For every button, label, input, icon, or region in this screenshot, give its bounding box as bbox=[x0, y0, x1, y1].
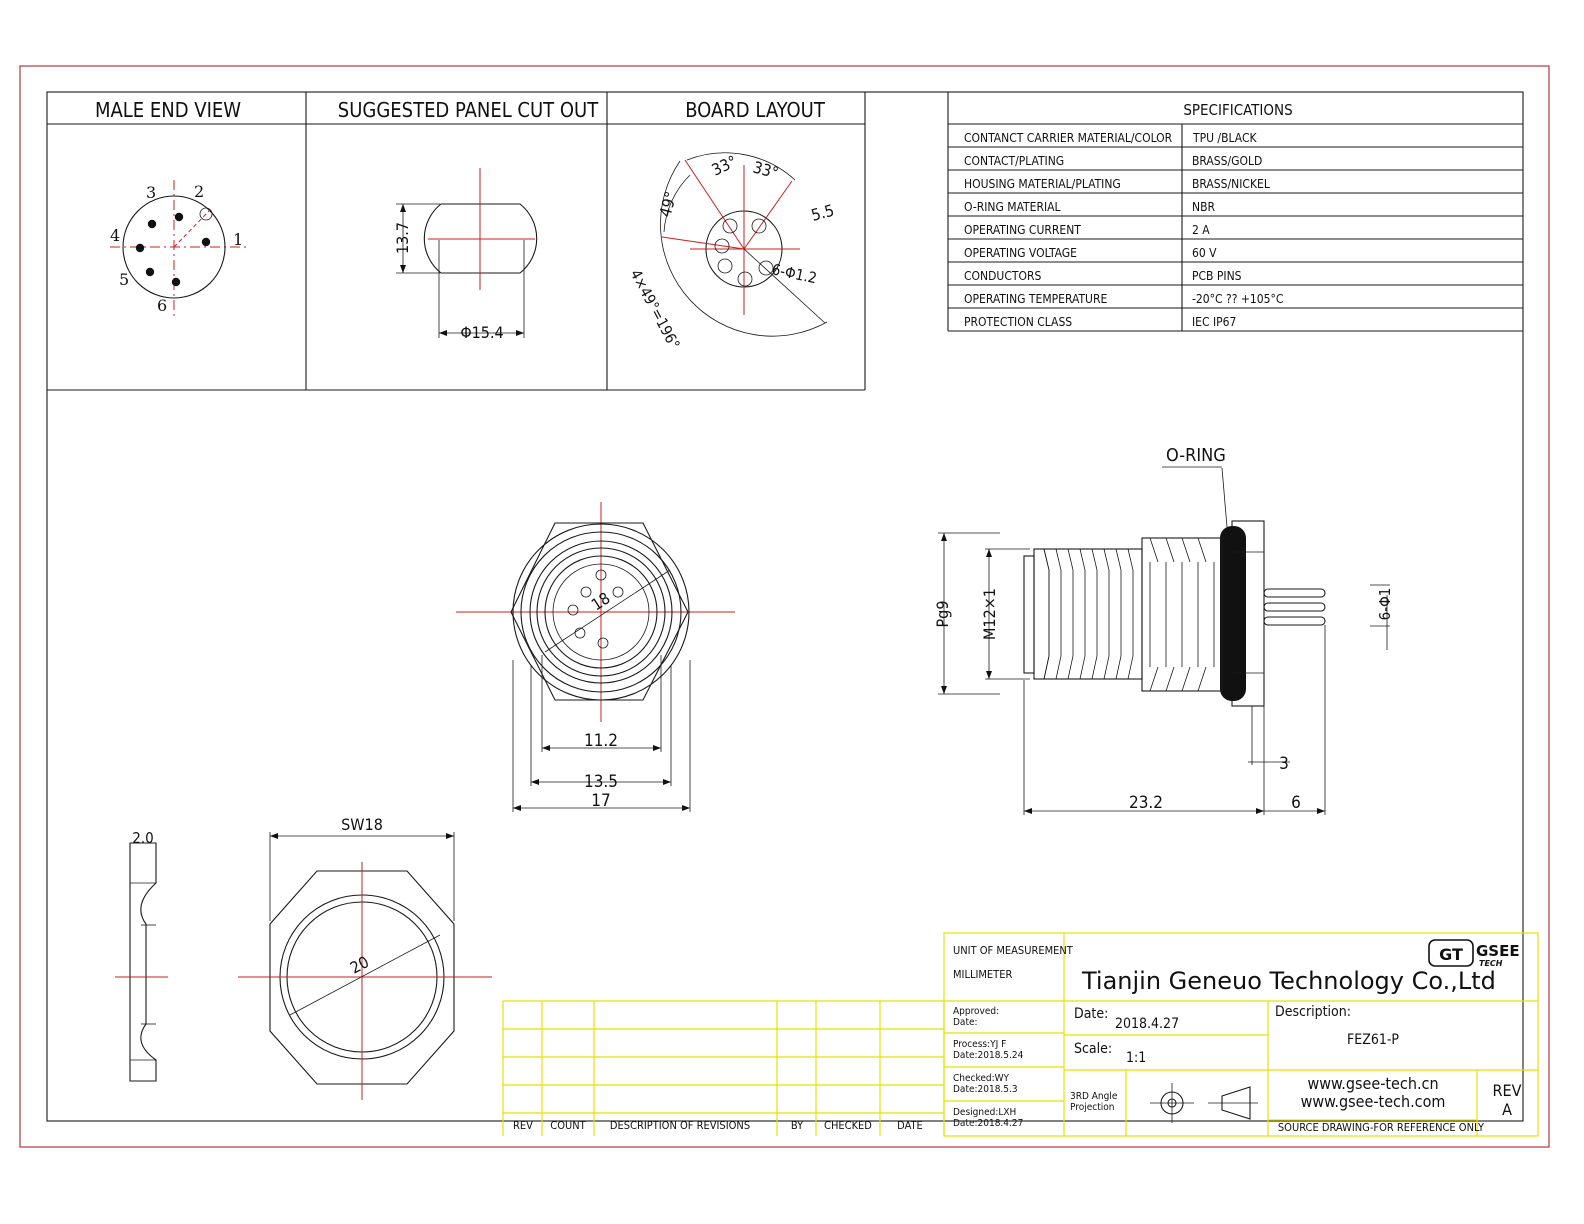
view-boxes bbox=[47, 92, 866, 391]
nut-side-view bbox=[115, 842, 168, 1082]
nut-diameter-dim: 20 bbox=[347, 952, 372, 977]
projection-line-1: 3RD Angle bbox=[1070, 1091, 1118, 1102]
pin-label-2: 2 bbox=[194, 182, 204, 201]
rev-header: REV bbox=[513, 1119, 533, 1132]
approved-label: Approved: bbox=[953, 1006, 999, 1017]
front-view bbox=[456, 502, 735, 812]
spec-label: CONTACT/PLATING bbox=[964, 154, 1064, 168]
cut-diameter-dim: Φ15.4 bbox=[460, 323, 503, 342]
rev-header: COUNT bbox=[550, 1119, 586, 1132]
scale-value: 1:1 bbox=[1126, 1050, 1146, 1066]
side-m12-dim: M12×1 bbox=[980, 588, 999, 640]
spec-value: TPU /BLACK bbox=[1192, 131, 1257, 145]
logo-word: GSEE bbox=[1476, 942, 1520, 960]
spec-label: OPERATING TEMPERATURE bbox=[964, 292, 1107, 306]
front-17-dim: 17 bbox=[591, 791, 610, 811]
front-135-dim: 13.5 bbox=[584, 772, 618, 792]
rev-label: REV bbox=[1493, 1081, 1522, 1100]
angle-33-left: 33° bbox=[709, 152, 740, 180]
spec-value: -20°C ?? +105°C bbox=[1192, 292, 1283, 306]
spec-value: 2 A bbox=[1192, 223, 1210, 237]
logo-mark: GT bbox=[1439, 945, 1463, 964]
nut-front-view bbox=[238, 832, 492, 1100]
date-value: 2018.4.27 bbox=[1115, 1016, 1179, 1032]
rev-header: CHECKED bbox=[824, 1119, 872, 1132]
spec-label: CONTANCT CARRIER MATERIAL/COLOR bbox=[964, 131, 1173, 145]
panel-cut-out-title: SUGGESTED PANEL CUT OUT bbox=[338, 98, 599, 122]
process-date: Date:2018.5.24 bbox=[953, 1050, 1024, 1061]
website-com: www.gsee-tech.com bbox=[1301, 1092, 1446, 1111]
cut-height-dim: 13.7 bbox=[393, 222, 412, 254]
spec-label: PROTECTION CLASS bbox=[964, 315, 1072, 329]
spec-value: 60 V bbox=[1192, 246, 1217, 260]
projection-line-2: Projection bbox=[1070, 1102, 1114, 1113]
side-view bbox=[938, 466, 1390, 815]
nut-thickness-dim: 2.0 bbox=[132, 829, 153, 847]
process-label: Process:YJ F bbox=[953, 1039, 1006, 1050]
unit-label: UNIT OF MEASUREMENT bbox=[953, 944, 1074, 957]
rev-value: A bbox=[1502, 1100, 1512, 1119]
nut-sw-dim: SW18 bbox=[341, 815, 383, 834]
spec-value: BRASS/GOLD bbox=[1192, 154, 1262, 168]
specifications-table bbox=[947, 92, 1523, 332]
side-6-dim: 6 bbox=[1291, 793, 1301, 813]
front-inner-dim: 18 bbox=[588, 588, 614, 614]
side-232-dim: 23.2 bbox=[1129, 793, 1163, 813]
angle-33-right: 33° bbox=[751, 158, 781, 183]
reference-note: SOURCE DRAWING-FOR REFERENCE ONLY bbox=[1278, 1121, 1485, 1134]
angle-49: 49° bbox=[656, 189, 681, 219]
unit-value: MILLIMETER bbox=[953, 968, 1012, 981]
spec-label: CONDUCTORS bbox=[964, 269, 1041, 283]
male-end-view bbox=[110, 180, 250, 318]
side-3-dim: 3 bbox=[1279, 754, 1289, 774]
oring-label: O-RING bbox=[1166, 445, 1226, 466]
company-name: Tianjin Geneuo Technology Co.,Ltd bbox=[1081, 967, 1496, 995]
board-layout-title: BOARD LAYOUT bbox=[685, 98, 826, 122]
gsee-logo: GT GSEE TECH bbox=[1428, 939, 1520, 968]
designed-date: Date:2018.4.27 bbox=[953, 1118, 1023, 1129]
spec-label: HOUSING MATERIAL/PLATING bbox=[964, 177, 1121, 191]
approved-date: Date: bbox=[953, 1017, 978, 1028]
front-112-dim: 11.2 bbox=[584, 731, 618, 751]
inner-border bbox=[46, 91, 1524, 1122]
checked-date: Date:2018.5.3 bbox=[953, 1084, 1018, 1095]
hole-dim: 6-Φ1.2 bbox=[770, 260, 818, 287]
outer-border bbox=[19, 65, 1550, 1148]
spec-value: PCB PINS bbox=[1192, 269, 1242, 283]
website-cn: www.gsee-tech.cn bbox=[1307, 1074, 1438, 1093]
pcd-dim: 5.5 bbox=[809, 201, 836, 225]
spec-value: IEC IP67 bbox=[1192, 315, 1236, 329]
description-value: FEZ61-P bbox=[1347, 1032, 1399, 1048]
pin-label-1: 1 bbox=[233, 230, 243, 249]
pin-label-4: 4 bbox=[110, 226, 120, 245]
side-pg-dim: Pg9 bbox=[933, 601, 952, 628]
spec-value: NBR bbox=[1192, 200, 1215, 214]
rev-header: DATE bbox=[897, 1119, 923, 1132]
date-label: Date: bbox=[1074, 1006, 1108, 1022]
spec-title: SPECIFICATIONS bbox=[1183, 101, 1292, 119]
designed-label: Designed:LXH bbox=[953, 1107, 1016, 1118]
description-label: Description: bbox=[1275, 1004, 1351, 1020]
spec-value: BRASS/NICKEL bbox=[1192, 177, 1270, 191]
pin-label-5: 5 bbox=[119, 270, 129, 289]
spec-label: OPERATING CURRENT bbox=[964, 223, 1081, 237]
checked-label: Checked:WY bbox=[953, 1073, 1010, 1084]
panel-cut-out bbox=[396, 168, 538, 338]
logo-sub: TECH bbox=[1479, 959, 1503, 968]
pin-label-3: 3 bbox=[146, 183, 156, 202]
board-layout bbox=[660, 152, 828, 337]
spec-label: OPERATING VOLTAGE bbox=[964, 246, 1077, 260]
pin-label-6: 6 bbox=[157, 296, 167, 315]
rev-header: DESCRIPTION OF REVISIONS bbox=[610, 1119, 750, 1132]
revision-table bbox=[502, 1000, 945, 1136]
scale-label: Scale: bbox=[1074, 1041, 1112, 1057]
male-end-view-title: MALE END VIEW bbox=[95, 98, 241, 122]
spec-label: O-RING MATERIAL bbox=[964, 200, 1061, 214]
title-block bbox=[943, 932, 1539, 1137]
rev-header: BY bbox=[791, 1119, 804, 1132]
side-pin-dim: 6-Φ1 bbox=[1376, 588, 1394, 621]
